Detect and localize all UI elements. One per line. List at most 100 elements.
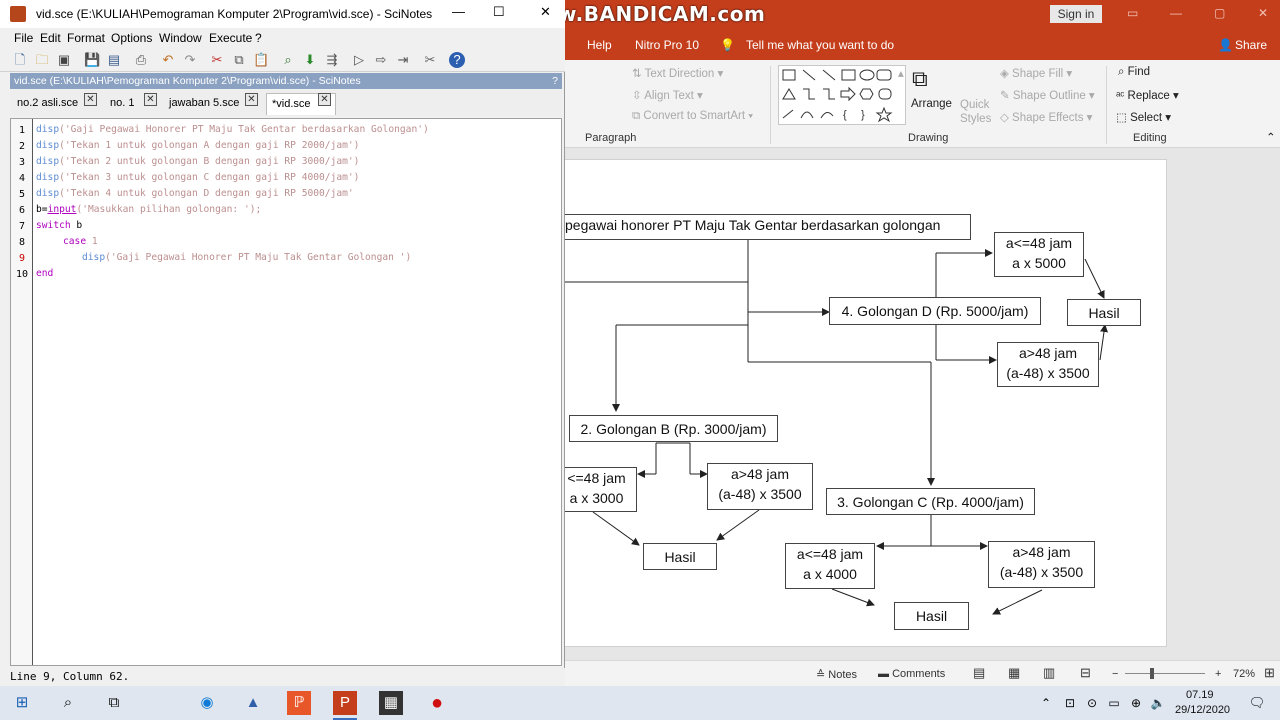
menu-file[interactable]: File	[14, 31, 34, 45]
battery-icon[interactable]: ▭	[1108, 696, 1120, 710]
clock-time[interactable]: 07.19	[1186, 689, 1214, 701]
redo-icon[interactable]: ↷	[184, 52, 196, 67]
execute-save-icon[interactable]: ⇨	[375, 52, 387, 67]
gallery-scroll-up-icon[interactable]: ▴	[898, 68, 904, 80]
minimize-icon[interactable]: —	[1170, 6, 1182, 20]
cut-icon[interactable]: ✂	[211, 52, 223, 67]
pdf-app-icon[interactable]: ℙ	[287, 691, 311, 715]
save-icon[interactable]: 💾	[84, 52, 101, 67]
menu-help[interactable]: ?	[255, 31, 262, 45]
notes-button[interactable]: ≙ Notes	[816, 669, 858, 681]
sign-in-button[interactable]: Sign in	[1050, 5, 1102, 23]
load-into-scilab-icon[interactable]: ⬇	[304, 52, 316, 67]
tab-jawaban5[interactable]: jawaban 5.sce	[164, 93, 264, 115]
clock-date[interactable]: 29/12/2020	[1175, 704, 1231, 716]
zoom-slider-thumb[interactable]	[1150, 668, 1154, 679]
copy-icon[interactable]: ⧉	[234, 52, 244, 67]
edge-browser-icon[interactable]: ◉	[200, 694, 214, 711]
shape-fill-button[interactable]: ◈ Shape Fill ▾	[1000, 68, 1073, 80]
show-hidden-icons[interactable]: ⌃	[1040, 696, 1052, 710]
doc-help-icon[interactable]: ?	[552, 75, 558, 87]
notifications-icon[interactable]: 🗨	[1248, 695, 1266, 710]
search-icon[interactable]: ⌕	[63, 694, 73, 711]
fit-slide-icon[interactable]: ⊞	[1264, 665, 1275, 680]
close-tab-icon[interactable]: ✕	[318, 93, 331, 106]
quick-styles-button[interactable]: Quick Styles	[960, 99, 992, 125]
menu-help[interactable]: Help	[587, 38, 612, 52]
b-gt48-box[interactable]: a>48 jam (a-48) x 3500	[707, 463, 813, 510]
tell-me-search[interactable]: Tell me what you want to do	[746, 38, 895, 52]
help-icon[interactable]: ?	[449, 52, 465, 68]
d-gt48-box[interactable]: a>48 jam (a-48) x 3500	[997, 342, 1099, 387]
b-hasil-box[interactable]: Hasil	[643, 543, 717, 570]
share-button[interactable]: Share	[1235, 38, 1268, 52]
arrange-button[interactable]: Arrange	[911, 98, 952, 110]
print-icon[interactable]: ⎙	[135, 52, 147, 67]
align-text-button[interactable]: ⇳ Align Text ▾	[632, 90, 703, 102]
c-le48-box[interactable]: a<=48 jam a x 4000	[785, 543, 875, 589]
zoom-level[interactable]: 72%	[1233, 668, 1256, 680]
flow-title-box[interactable]: pegawai honorer PT Maju Tak Gentar berda…	[557, 214, 971, 240]
close-icon[interactable]: ✕	[540, 4, 551, 19]
search-icon[interactable]: ⌕	[284, 52, 292, 67]
menu-options[interactable]: Options	[111, 31, 153, 45]
select-button[interactable]: ⬚ Select ▾	[1116, 112, 1171, 124]
windows-start-icon[interactable]: ⊞	[15, 694, 29, 711]
comments-button[interactable]: ▬ Comments	[878, 668, 946, 680]
close-icon[interactable]: ✕	[1258, 6, 1269, 20]
close-tab-icon[interactable]: ✕	[245, 93, 258, 106]
powerpoint-app-icon[interactable]: P	[333, 691, 357, 715]
collapse-ribbon-icon[interactable]: ⌃	[1266, 132, 1276, 144]
find-button[interactable]: ⌕ Find	[1118, 66, 1151, 78]
new-file-icon[interactable]: 🗋	[14, 52, 26, 67]
ribbon-display-icon[interactable]: ▭	[1127, 6, 1139, 20]
tab-no1[interactable]: no. 1	[105, 93, 165, 115]
golongan-d-box[interactable]: 4. Golongan D (Rp. 5000/jam)	[829, 297, 1041, 325]
shapes-gallery[interactable]: { }	[778, 65, 906, 125]
execute-options-icon[interactable]: ⇶	[326, 52, 338, 67]
text-direction-button[interactable]: ⇅ Text Direction ▾	[632, 68, 724, 80]
bandicam-record-icon[interactable]: ●	[430, 692, 444, 714]
tray-app-icon[interactable]: ⊡	[1064, 696, 1076, 710]
menu-execute[interactable]: Execute	[209, 31, 253, 45]
menu-format[interactable]: Format	[67, 31, 106, 45]
photos-app-icon[interactable]: ▲	[245, 694, 261, 711]
convert-smartart-button[interactable]: ⧉ Convert to SmartArt ▾	[632, 110, 754, 122]
code-editor[interactable]: 1 2 3 4 5 6 7 8 9 10 disp('Gaji Pegawai …	[10, 118, 562, 666]
minimize-icon[interactable]: —	[452, 4, 465, 19]
close-tab-icon[interactable]: ✕	[84, 93, 97, 106]
network-icon[interactable]: ⊕	[1130, 696, 1142, 710]
menu-nitro[interactable]: Nitro Pro 10	[635, 38, 700, 52]
c-gt48-box[interactable]: a>48 jam (a-48) x 3500	[988, 541, 1095, 588]
menu-edit[interactable]: Edit	[40, 31, 61, 45]
b-le48-box[interactable]: <=48 jam a x 3000	[557, 467, 637, 512]
zoom-out-icon[interactable]: −	[1112, 668, 1119, 680]
volume-icon[interactable]: 🔈	[1150, 696, 1166, 710]
execute-echo-icon[interactable]: ⇥	[397, 52, 409, 67]
task-view-icon[interactable]: ⧉	[108, 694, 120, 711]
undo-icon[interactable]: ↶	[162, 52, 174, 67]
zoom-in-icon[interactable]: +	[1215, 668, 1222, 680]
execute-icon[interactable]: ▷	[354, 52, 364, 67]
golongan-c-box[interactable]: 3. Golongan C (Rp. 4000/jam)	[826, 488, 1035, 515]
tab-no2-asli[interactable]: no.2 asli.sce	[12, 93, 102, 115]
scilab-app-icon[interactable]: ▦	[379, 691, 403, 715]
shape-outline-button[interactable]: ✎ Shape Outline ▾	[1000, 90, 1095, 102]
tray-app-icon[interactable]: ⊙	[1086, 696, 1098, 710]
c-hasil-box[interactable]: Hasil	[894, 602, 969, 630]
replace-button[interactable]: ᵃᶜ Replace ▾	[1116, 90, 1179, 102]
slide[interactable]: pegawai honorer PT Maju Tak Gentar berda…	[526, 159, 1167, 647]
shape-effects-button[interactable]: ◇ Shape Effects ▾	[1000, 112, 1093, 124]
slideshow-icon[interactable]: ⊟	[1080, 665, 1091, 680]
save-as-icon[interactable]: ▤	[107, 52, 121, 67]
normal-view-icon[interactable]: ▤	[973, 665, 986, 680]
open-file-icon[interactable]: 🗀	[35, 52, 49, 67]
slide-sorter-icon[interactable]: ▦	[1008, 665, 1021, 680]
close-tab-icon[interactable]: ✕	[144, 93, 157, 106]
d-hasil-box[interactable]: Hasil	[1067, 299, 1141, 326]
zoom-slider-track[interactable]	[1125, 673, 1205, 674]
maximize-icon[interactable]: ▢	[1214, 6, 1226, 20]
paste-icon[interactable]: 📋	[253, 52, 270, 67]
maximize-icon[interactable]: ☐	[493, 4, 505, 19]
open-recent-icon[interactable]: ▣	[57, 52, 71, 67]
